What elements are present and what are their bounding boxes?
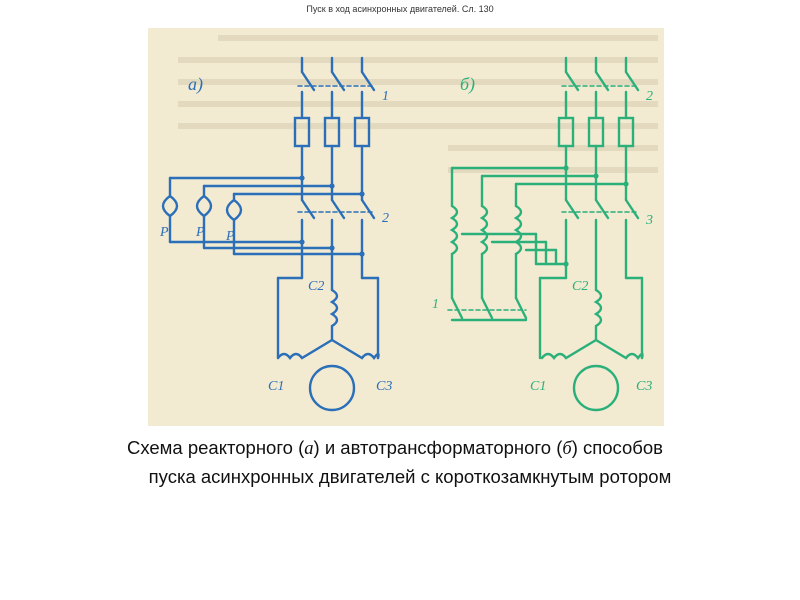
label-c3-a: С3 — [376, 379, 392, 394]
label-switch-mid-b: 3 — [645, 213, 653, 228]
label-c1-a: С1 — [268, 379, 284, 394]
caption-line-1: Схема реакторного (а) и автотрансформато… — [126, 437, 664, 459]
label-b: б) — [460, 74, 475, 95]
label-c3-b: С3 — [636, 379, 652, 394]
caption-line-2: пуска асинхронных двигателей с короткоза… — [148, 466, 672, 487]
diagram-b-labels: б) 2 3 1 С2 С1 С3 — [432, 74, 653, 394]
circuit-figure: а) 1 2 P P P С2 С1 С3 — [148, 28, 664, 426]
label-switch-2: 2 — [382, 211, 389, 226]
diagram-b — [447, 56, 644, 412]
label-switch-1: 1 — [382, 89, 389, 104]
label-switch-top-b: 2 — [646, 89, 653, 104]
slide-header: Пуск в ход асинхронных двигателей. Сл. 1… — [306, 4, 494, 14]
label-winding-b: С2 — [572, 279, 588, 294]
label-winding-a: С2 — [308, 279, 324, 294]
label-reactor-2: P — [195, 225, 205, 240]
label-reactor-3: P — [225, 229, 235, 244]
diagram-b-junctions — [563, 165, 629, 267]
label-a: а) — [188, 74, 203, 95]
circuit-svg: а) 1 2 P P P С2 С1 С3 — [159, 35, 658, 412]
diagram-a-labels: а) 1 2 P P P С2 С1 С3 — [159, 74, 392, 394]
label-reactor-1: P — [159, 225, 169, 240]
diagram-a — [161, 56, 380, 412]
figure-caption: Схема реакторного (а) и автотрансформато… — [0, 434, 800, 490]
diagram-a-junctions — [299, 175, 365, 257]
faded-background-text — [178, 35, 658, 173]
label-switch-low-b: 1 — [432, 297, 439, 312]
label-c1-b: С1 — [530, 379, 546, 394]
